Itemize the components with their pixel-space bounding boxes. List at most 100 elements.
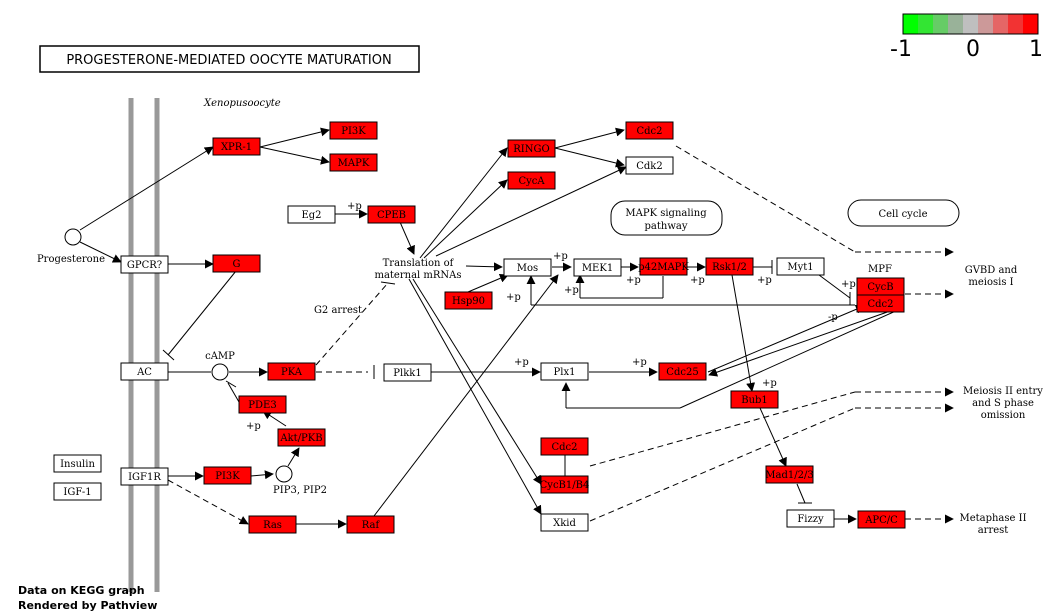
gene-box[interactable] xyxy=(212,137,261,156)
gene-box[interactable] xyxy=(540,513,589,532)
gene-box[interactable] xyxy=(658,362,707,381)
gene-box[interactable] xyxy=(120,362,169,381)
gene-node-pde3[interactable]: PDE3 xyxy=(238,395,287,414)
gene-box[interactable] xyxy=(507,171,556,190)
gene-node-igf1[interactable]: IGF-1 xyxy=(53,482,102,501)
cell-cycle-box[interactable] xyxy=(847,199,960,227)
gene-box[interactable] xyxy=(507,139,556,158)
gene-box[interactable] xyxy=(203,466,252,485)
metaphase-label-line1: Metaphase II xyxy=(959,513,1026,524)
legend-mid-label: 0 xyxy=(966,37,980,62)
gene-box[interactable] xyxy=(287,205,336,224)
gene-box[interactable] xyxy=(329,121,378,140)
gene-box[interactable] xyxy=(540,437,589,456)
gene-node-g[interactable]: G xyxy=(212,254,261,273)
gene-box[interactable] xyxy=(248,515,297,534)
gene-box[interactable] xyxy=(625,156,674,175)
gene-node-igf1r[interactable]: IGF1R xyxy=(120,467,169,486)
gvbd-label-line1: GVBD and xyxy=(965,265,1018,276)
gene-box[interactable] xyxy=(503,258,552,277)
gene-box[interactable] xyxy=(277,428,326,447)
gene-label: CycA xyxy=(518,176,545,187)
progesterone-circle xyxy=(64,228,82,246)
gene-node-cdc25[interactable]: Cdc25 xyxy=(658,362,707,381)
footer-line1: Data on KEGG graph xyxy=(18,584,145,597)
gene-label: Fizzy xyxy=(797,514,824,525)
gene-node-xpr1[interactable]: XPR-1 xyxy=(212,137,261,156)
gene-node-ras[interactable]: Ras xyxy=(248,515,297,534)
gene-box[interactable] xyxy=(573,258,622,277)
phospho-cpeb: +p xyxy=(347,201,362,212)
gene-node-cdc2_low[interactable]: Cdc2 xyxy=(540,437,589,456)
gene-node-cpeb[interactable]: CPEB xyxy=(367,205,416,224)
gene-node-bub1[interactable]: Bub1 xyxy=(730,390,779,409)
gene-label: Mad1/2/3 xyxy=(765,470,813,481)
gene-box[interactable] xyxy=(383,363,432,382)
gene-box[interactable] xyxy=(53,454,102,473)
gene-label: Myt1 xyxy=(787,262,813,273)
gene-node-pi3k_top[interactable]: PI3K xyxy=(329,121,378,140)
gene-box[interactable] xyxy=(346,515,395,534)
gene-label: CPEB xyxy=(377,210,406,221)
gene-node-eg2[interactable]: Eg2 xyxy=(287,205,336,224)
gene-label: p42MAPK xyxy=(638,262,689,273)
gene-node-mos[interactable]: Mos xyxy=(503,258,552,277)
phospho-mek1-right: +p xyxy=(626,275,641,286)
gene-label: MEK1 xyxy=(582,263,613,274)
gene-box[interactable] xyxy=(444,291,493,310)
gene-box[interactable] xyxy=(212,254,261,273)
gene-node-ringo[interactable]: RINGO xyxy=(507,139,556,158)
gene-box[interactable] xyxy=(267,362,316,381)
gene-node-insulin[interactable]: Insulin xyxy=(53,454,102,473)
gene-node-cdc2_mpf[interactable]: Cdc2 xyxy=(856,294,905,313)
gene-label: Cdc2 xyxy=(551,442,577,453)
gene-node-plx1[interactable]: Plx1 xyxy=(540,362,589,381)
gene-node-cyca[interactable]: CycA xyxy=(507,171,556,190)
gene-node-cdc2_top[interactable]: Cdc2 xyxy=(625,121,674,140)
gene-box[interactable] xyxy=(857,510,906,529)
camp-circle xyxy=(211,363,229,381)
gene-box[interactable] xyxy=(329,153,378,172)
gene-box[interactable] xyxy=(856,294,905,313)
gene-node-mek1[interactable]: MEK1 xyxy=(573,258,622,277)
gene-box[interactable] xyxy=(776,257,825,276)
gene-box[interactable] xyxy=(120,467,169,486)
gene-node-cycb1b4[interactable]: CycB1/B4 xyxy=(540,475,590,494)
gene-node-p42mapk[interactable]: p42MAPK xyxy=(638,257,689,276)
gene-box[interactable] xyxy=(238,395,287,414)
gene-node-gpcr[interactable]: GPCR? xyxy=(120,255,169,274)
gene-box[interactable] xyxy=(786,509,835,528)
gene-node-pi3k_low[interactable]: PI3K xyxy=(203,466,252,485)
gene-box[interactable] xyxy=(765,465,814,484)
gene-box[interactable] xyxy=(53,482,102,501)
title-box xyxy=(39,45,420,73)
gene-box[interactable] xyxy=(540,362,589,381)
gene-node-myt1[interactable]: Myt1 xyxy=(776,257,825,276)
gene-node-apcc[interactable]: APC/C xyxy=(857,510,906,529)
gene-box[interactable] xyxy=(705,257,754,276)
gene-node-raf[interactable]: Raf xyxy=(346,515,395,534)
gene-node-mapk_top[interactable]: MAPK xyxy=(329,153,378,172)
gene-box[interactable] xyxy=(120,255,169,274)
gene-box[interactable] xyxy=(625,121,674,140)
gene-node-fizzy[interactable]: Fizzy xyxy=(786,509,835,528)
gene-node-ac[interactable]: AC xyxy=(120,362,169,381)
gene-node-aktpkb[interactable]: Akt/PKB xyxy=(277,428,326,447)
gene-node-mad12[interactable]: Mad1/2/3 xyxy=(765,465,814,484)
gene-box[interactable] xyxy=(367,205,416,224)
gene-box[interactable] xyxy=(730,390,779,409)
pip-label: PIP3, PIP2 xyxy=(273,485,327,496)
gene-node-cycb_mpf[interactable]: CycB xyxy=(856,277,905,296)
mapk-signaling-box[interactable] xyxy=(610,200,723,236)
gene-node-rsk12[interactable]: Rsk1/2 xyxy=(705,257,754,276)
gene-node-plkk1[interactable]: Plkk1 xyxy=(383,363,432,382)
gene-node-xkid[interactable]: Xkid xyxy=(540,513,589,532)
gene-label: Cdc2 xyxy=(867,299,893,310)
mapk-signaling-line2: pathway xyxy=(645,221,688,232)
meiosis-label-line1: Meiosis II entry xyxy=(963,386,1043,397)
gene-node-hsp90[interactable]: Hsp90 xyxy=(444,291,493,310)
gene-box[interactable] xyxy=(540,475,589,494)
gene-box[interactable] xyxy=(639,257,688,276)
gene-node-pka[interactable]: PKA xyxy=(267,362,316,381)
gene-node-cdk2[interactable]: Cdk2 xyxy=(625,156,674,175)
